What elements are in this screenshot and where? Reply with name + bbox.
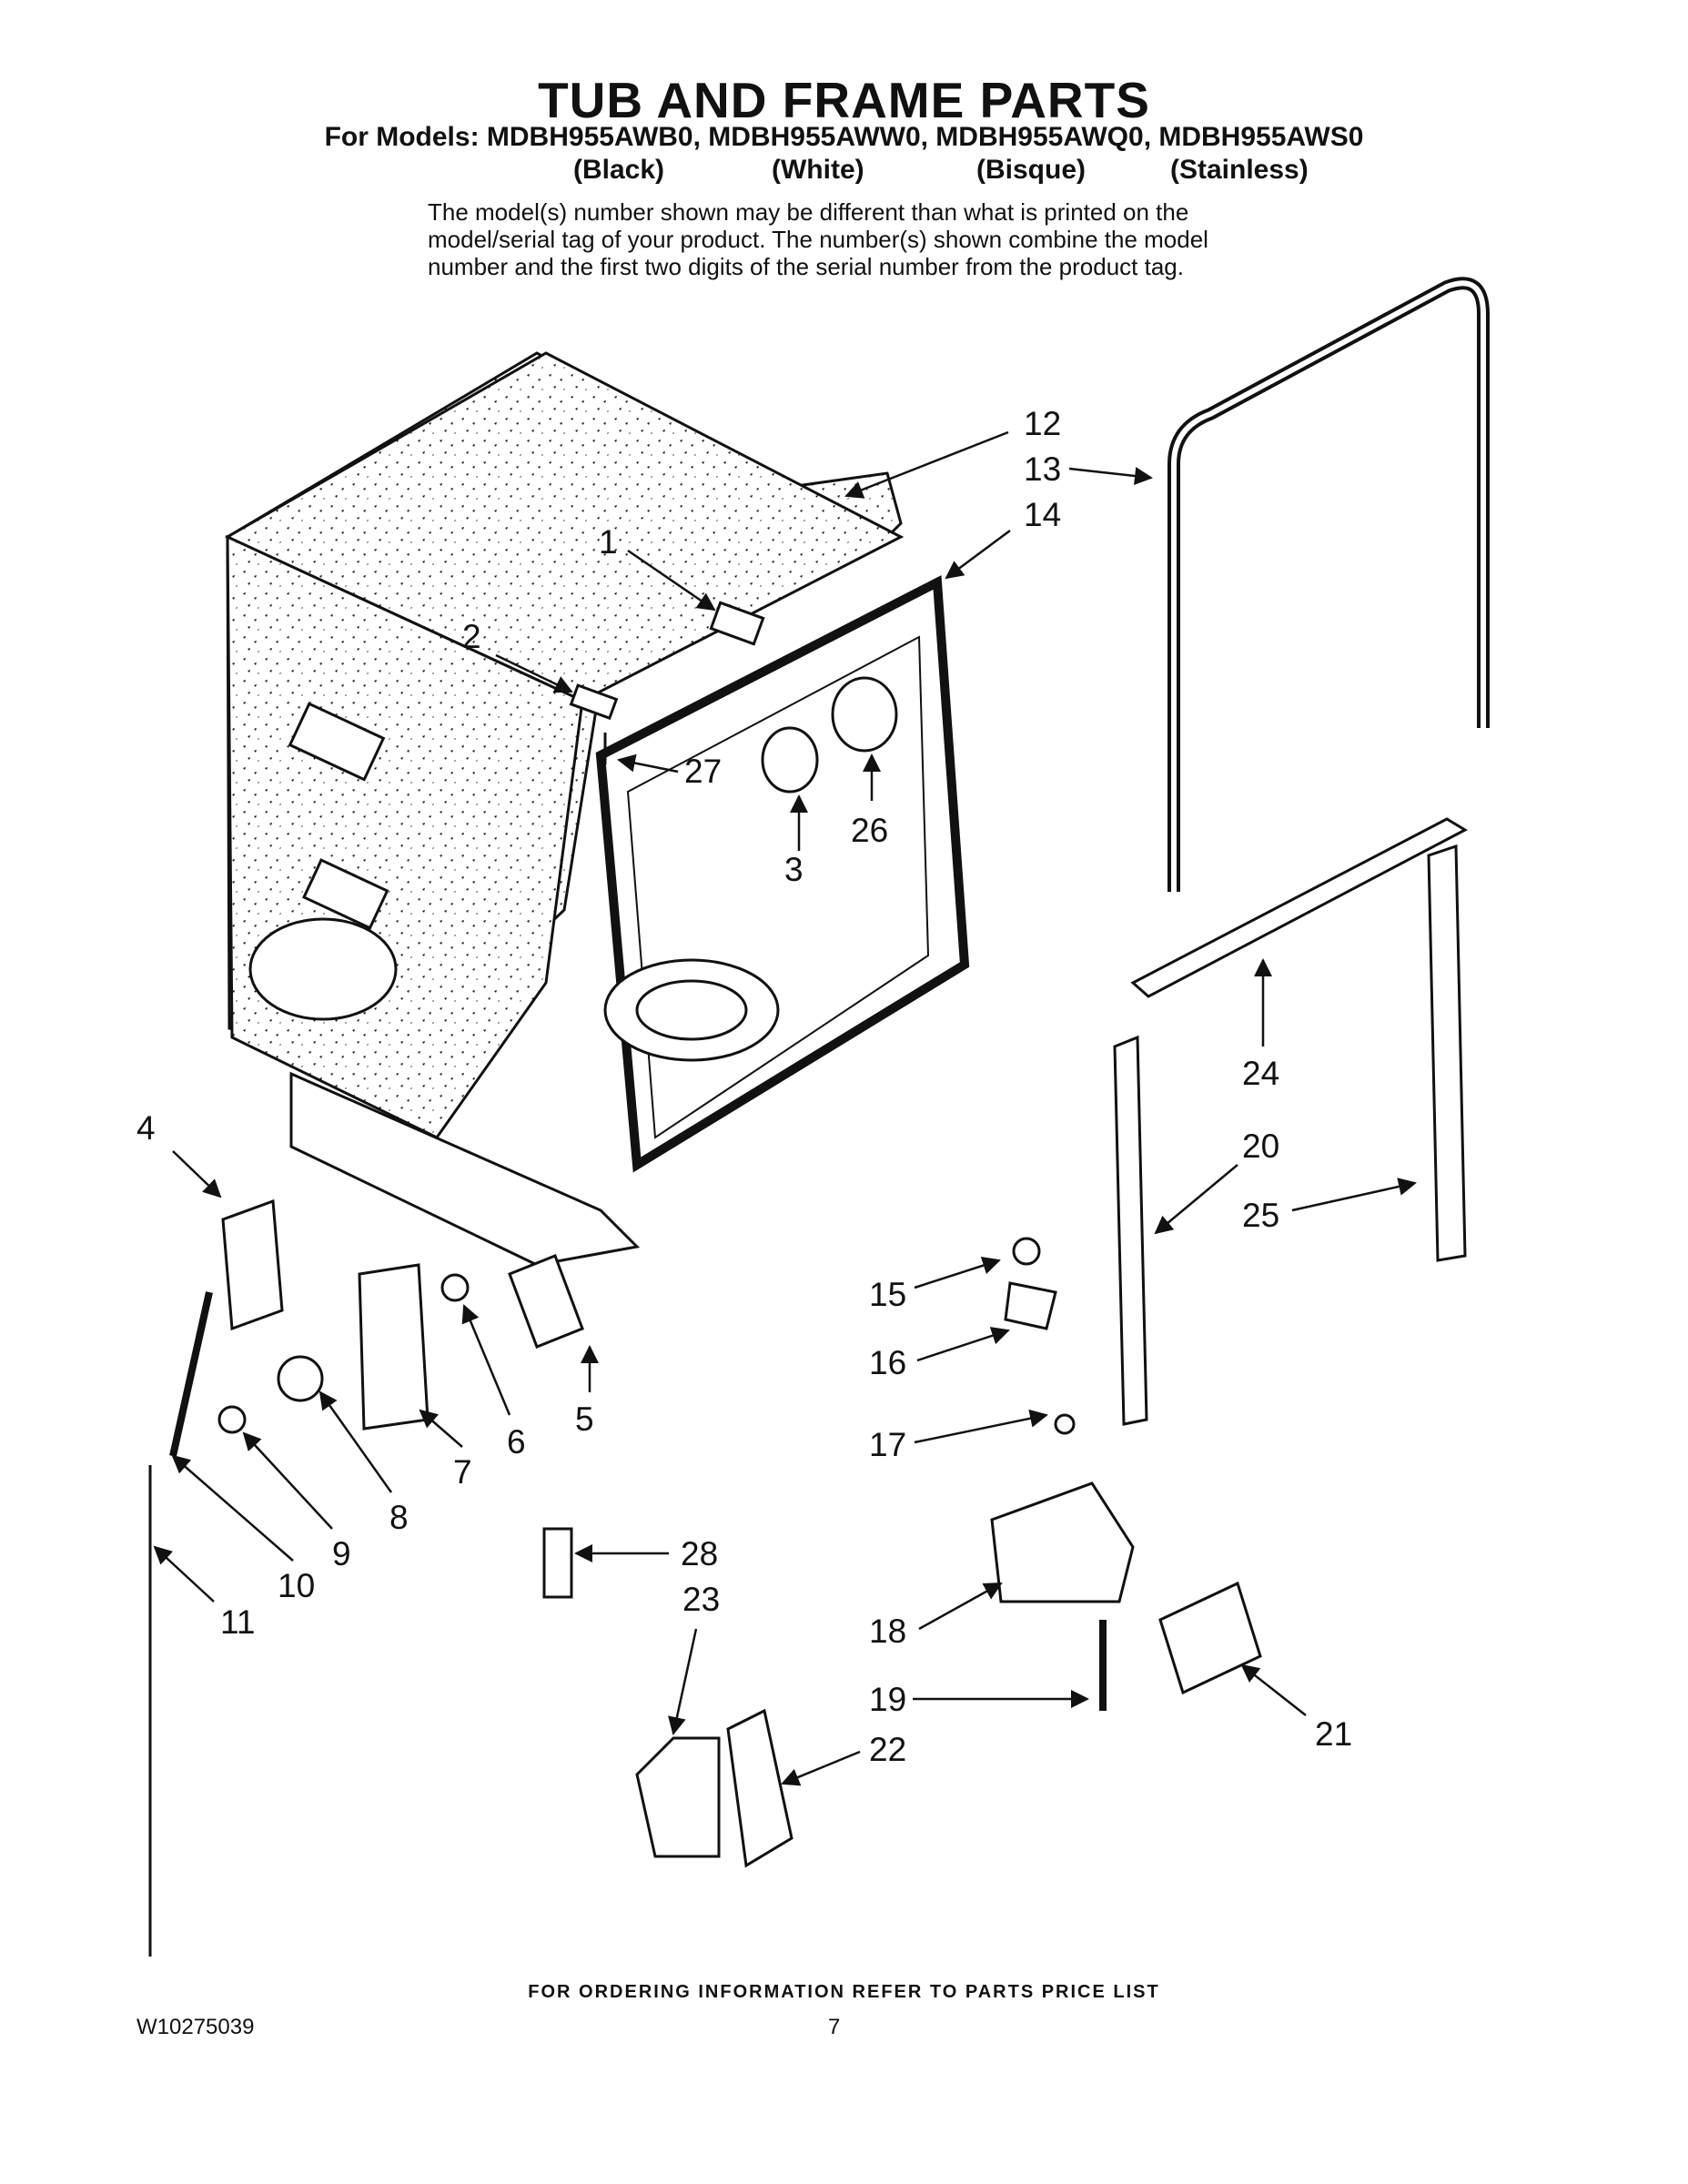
- callout-25: 25: [1242, 1197, 1279, 1234]
- callout-16: 16: [869, 1344, 906, 1381]
- part-21-cover: [1158, 1581, 1262, 1695]
- leader-15: [914, 1257, 1001, 1289]
- callout-14: 14: [1024, 496, 1061, 533]
- callout-2: 2: [462, 618, 481, 655]
- tub-sump-inner: [635, 979, 748, 1041]
- leader-23: [668, 1628, 698, 1735]
- callout-20: 20: [1242, 1127, 1279, 1165]
- part-1-latch: [709, 601, 765, 646]
- leader-22: [781, 1750, 861, 1786]
- callout-6: 6: [507, 1423, 526, 1461]
- small-parts: [148, 601, 1262, 1956]
- leader-13: [1068, 467, 1153, 485]
- callout-4: 4: [136, 1109, 156, 1147]
- leader-18: [918, 1582, 1003, 1631]
- callout-24: 24: [1242, 1055, 1279, 1092]
- part-16-clip: [1004, 1281, 1057, 1330]
- tub-side-vent-upper: [288, 702, 386, 782]
- leader-4: [172, 1150, 222, 1198]
- part-17-screw: [1054, 1413, 1076, 1435]
- callout-13: 13: [1024, 450, 1061, 488]
- callout-22: 22: [869, 1731, 906, 1768]
- part-6-nut: [440, 1273, 470, 1302]
- part-26-vent-cover: [831, 676, 898, 753]
- leader-9: [242, 1431, 333, 1530]
- leader-10: [171, 1454, 294, 1562]
- color-label-white: (White): [772, 155, 864, 185]
- color-label-bisque: (Bisque): [976, 155, 1086, 185]
- part-2-clip: [569, 683, 619, 721]
- tub-base-frame: [289, 1071, 641, 1267]
- part-3-gasket-ring: [761, 726, 819, 794]
- ordering-info: FOR ORDERING INFORMATION REFER TO PARTS …: [528, 1982, 1160, 2002]
- part-7-plate: [358, 1263, 430, 1431]
- callout-15: 15: [869, 1276, 906, 1313]
- note-line-1: The model(s) number shown may be differe…: [428, 198, 1189, 226]
- leader-11: [153, 1545, 215, 1603]
- part-28-clip: [542, 1527, 573, 1599]
- leader-17: [914, 1409, 1048, 1444]
- leader-20: [1154, 1164, 1238, 1235]
- part-10-spring: [169, 1291, 213, 1457]
- callout-28: 28: [681, 1535, 718, 1572]
- leader-21: [1240, 1663, 1307, 1716]
- callout-9: 9: [332, 1535, 351, 1572]
- callout-19: 19: [869, 1681, 906, 1718]
- leader-7: [419, 1409, 463, 1448]
- part-15-bumper: [1012, 1237, 1041, 1266]
- callout-26: 26: [851, 812, 888, 849]
- models-line: For Models: MDBH955AWB0, MDBH955AWW0, MD…: [324, 122, 1364, 152]
- callout-8: 8: [389, 1499, 409, 1536]
- leader-6: [461, 1304, 511, 1416]
- part-5-hinge-bracket: [508, 1254, 584, 1349]
- leader-25: [1291, 1178, 1417, 1212]
- note-line-2: model/serial tag of your product. The nu…: [428, 226, 1208, 253]
- color-label-black: (Black): [573, 155, 665, 185]
- color-label-stainless: (Stainless): [1170, 155, 1309, 185]
- document-number: W10275039: [136, 2015, 255, 2039]
- door-gasket-top: [1167, 277, 1490, 892]
- part-22-bracket: [726, 1708, 793, 1868]
- note-line-3: number and the first two digits of the s…: [428, 253, 1184, 280]
- leader-14: [945, 529, 1011, 580]
- callout-numbers: 1 2 3 4 5 6 7 8 9 10 11 12 13 14 15 16 1…: [136, 405, 1352, 1768]
- leader-16: [916, 1327, 1010, 1362]
- part-23-foot: [635, 1736, 721, 1858]
- leader-27: [617, 753, 679, 774]
- callout-18: 18: [869, 1613, 906, 1650]
- callout-5: 5: [575, 1400, 594, 1438]
- leader-12: [844, 430, 1009, 499]
- leader-8: [318, 1390, 393, 1493]
- callout-12: 12: [1024, 405, 1061, 442]
- callout-17: 17: [869, 1426, 906, 1463]
- callout-21: 21: [1315, 1715, 1352, 1753]
- page-number: 7: [828, 2015, 841, 2039]
- callout-27: 27: [684, 753, 722, 790]
- callout-1: 1: [599, 523, 618, 561]
- callout-11: 11: [220, 1603, 255, 1641]
- part-18-leveling-bracket: [990, 1481, 1135, 1603]
- callout-10: 10: [278, 1567, 315, 1604]
- side-trim-20: [1113, 1035, 1148, 1426]
- leader-2: [495, 653, 573, 693]
- leader-1: [627, 549, 716, 612]
- page-title: TUB AND FRAME PARTS: [538, 72, 1150, 128]
- callout-7: 7: [453, 1453, 472, 1491]
- side-trim-25: [1427, 844, 1467, 1262]
- part-9-bolt: [217, 1405, 247, 1434]
- tub-side-opening: [248, 917, 398, 1021]
- part-8-pulley: [277, 1355, 324, 1402]
- callout-3: 3: [784, 851, 804, 888]
- tub-side-vent-lower: [302, 858, 389, 930]
- callout-23: 23: [682, 1581, 720, 1618]
- door-strip-24: [1130, 817, 1469, 998]
- leader-lines: [153, 430, 1417, 1786]
- part-4-spring-bracket: [221, 1198, 284, 1331]
- tub-assembly: [224, 351, 970, 1267]
